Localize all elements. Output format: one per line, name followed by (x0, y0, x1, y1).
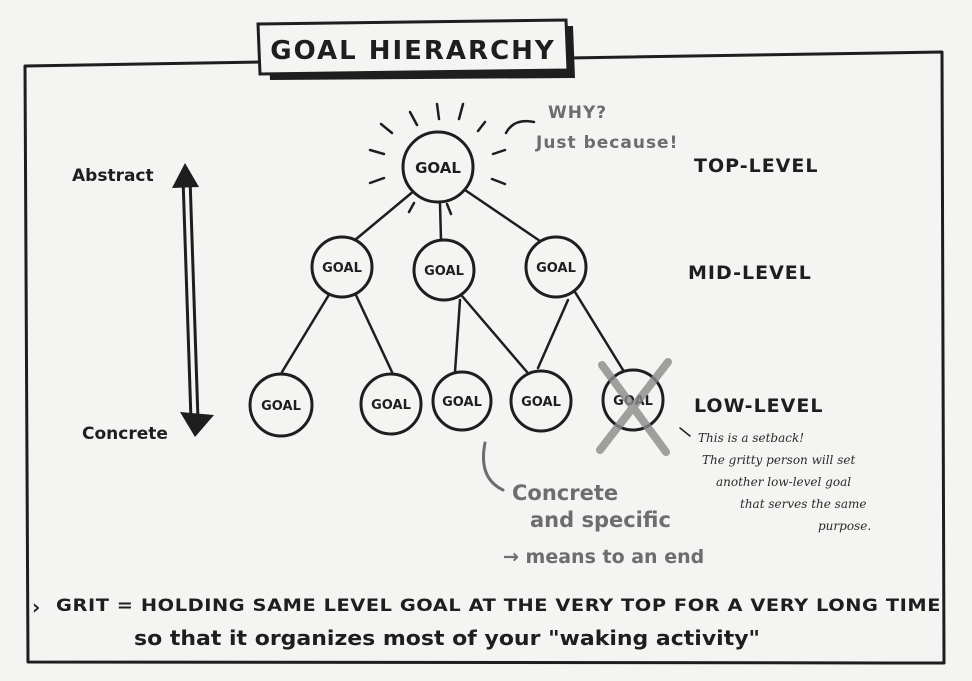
just-because-text: Just because! (535, 133, 678, 153)
sun-rays (368, 102, 507, 216)
svg-text:GOAL: GOAL (424, 264, 464, 279)
page-title: GOAL HIERARCHY (270, 36, 556, 66)
hierarchy-edges (280, 188, 625, 374)
svg-text:GOAL: GOAL (536, 261, 576, 276)
grit-definition: › GRIT = HOLDING SAME LEVEL GOAL AT THE … (32, 595, 941, 650)
abstraction-axis: Abstract Concrete (72, 163, 214, 444)
why-text: WHY? (548, 103, 607, 123)
setback-note: This is a setback! The gritty person wil… (679, 427, 871, 533)
grit-line-1: GRIT = HOLDING SAME LEVEL GOAL AT THE VE… (56, 596, 941, 616)
svg-text:GOAL: GOAL (521, 395, 561, 410)
arrow-up-icon (172, 163, 199, 188)
label-low-level: LOW-LEVEL (694, 395, 823, 417)
node-low-1: GOAL (248, 372, 314, 438)
page-frame (23, 50, 946, 665)
node-mid-2: GOAL (412, 238, 476, 302)
svg-text:GOAL: GOAL (442, 395, 482, 410)
label-mid-level: MID-LEVEL (688, 262, 812, 284)
svg-text:and specific: and specific (530, 508, 671, 532)
svg-text:GOAL: GOAL (415, 159, 461, 177)
concrete-note: Concrete and specific → means to an end (482, 441, 704, 568)
setback-cross-icon (596, 358, 672, 456)
label-top-level: TOP-LEVEL (694, 155, 818, 177)
svg-text:Concrete: Concrete (512, 481, 618, 505)
svg-text:This is a setback!: This is a setback! (698, 431, 804, 445)
svg-text:purpose.: purpose. (818, 519, 871, 533)
node-low-2: GOAL (359, 372, 423, 436)
svg-text:→ means to an end: → means to an end (503, 546, 704, 568)
why-pointer (504, 119, 536, 135)
svg-text:GOAL: GOAL (322, 261, 362, 276)
concrete-pointer (482, 441, 505, 492)
node-low-3: GOAL (431, 370, 493, 432)
node-mid-1: GOAL (310, 235, 374, 299)
grit-line-2: so that it organizes most of your "wakin… (134, 626, 760, 650)
node-low-4: GOAL (509, 369, 573, 433)
svg-text:The gritty person will set: The gritty person will set (702, 453, 855, 467)
node-low-setback: GOAL (596, 358, 672, 456)
svg-text:another low-level goal: another low-level goal (716, 475, 851, 489)
node-top: GOAL (401, 130, 475, 204)
arrow-down-icon (180, 412, 214, 437)
title-box: GOAL HIERARCHY (256, 18, 575, 80)
svg-text:that serves the same: that serves the same (740, 497, 866, 511)
svg-text:GOAL: GOAL (371, 398, 411, 413)
node-mid-3: GOAL (524, 235, 588, 299)
svg-text:GOAL: GOAL (261, 399, 301, 414)
axis-concrete-label: Concrete (82, 424, 168, 444)
chevron-right-icon: › (32, 595, 40, 619)
axis-abstract-label: Abstract (72, 166, 154, 186)
